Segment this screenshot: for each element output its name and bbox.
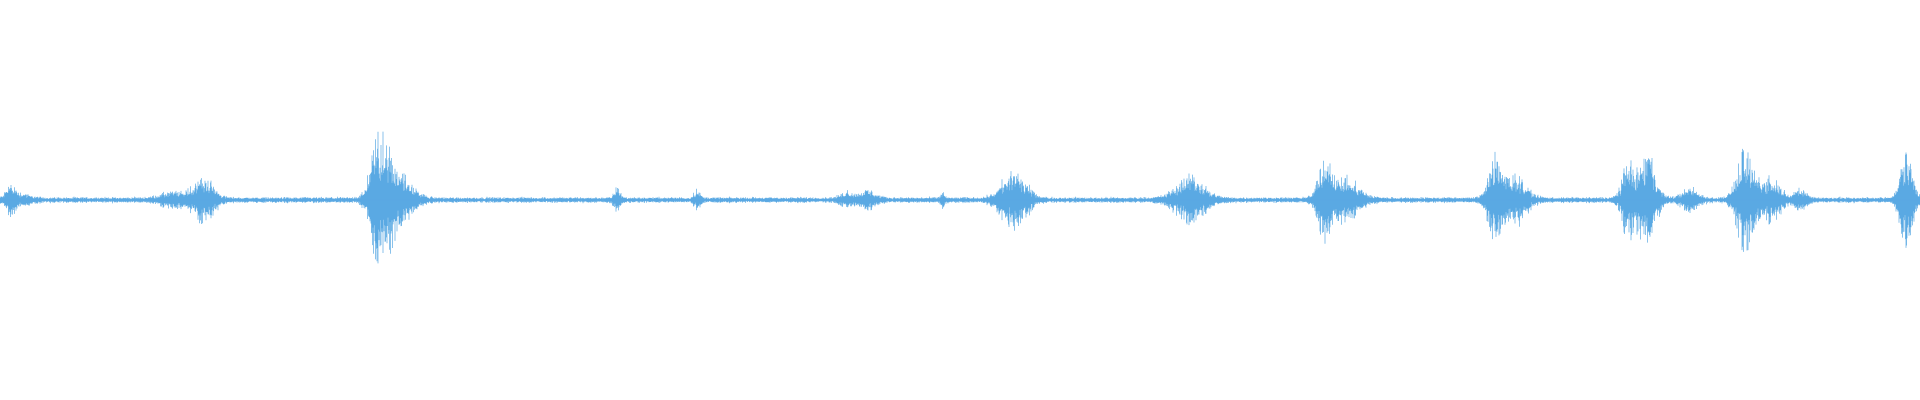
waveform-path (0, 131, 1920, 264)
waveform-trace (0, 131, 1920, 264)
